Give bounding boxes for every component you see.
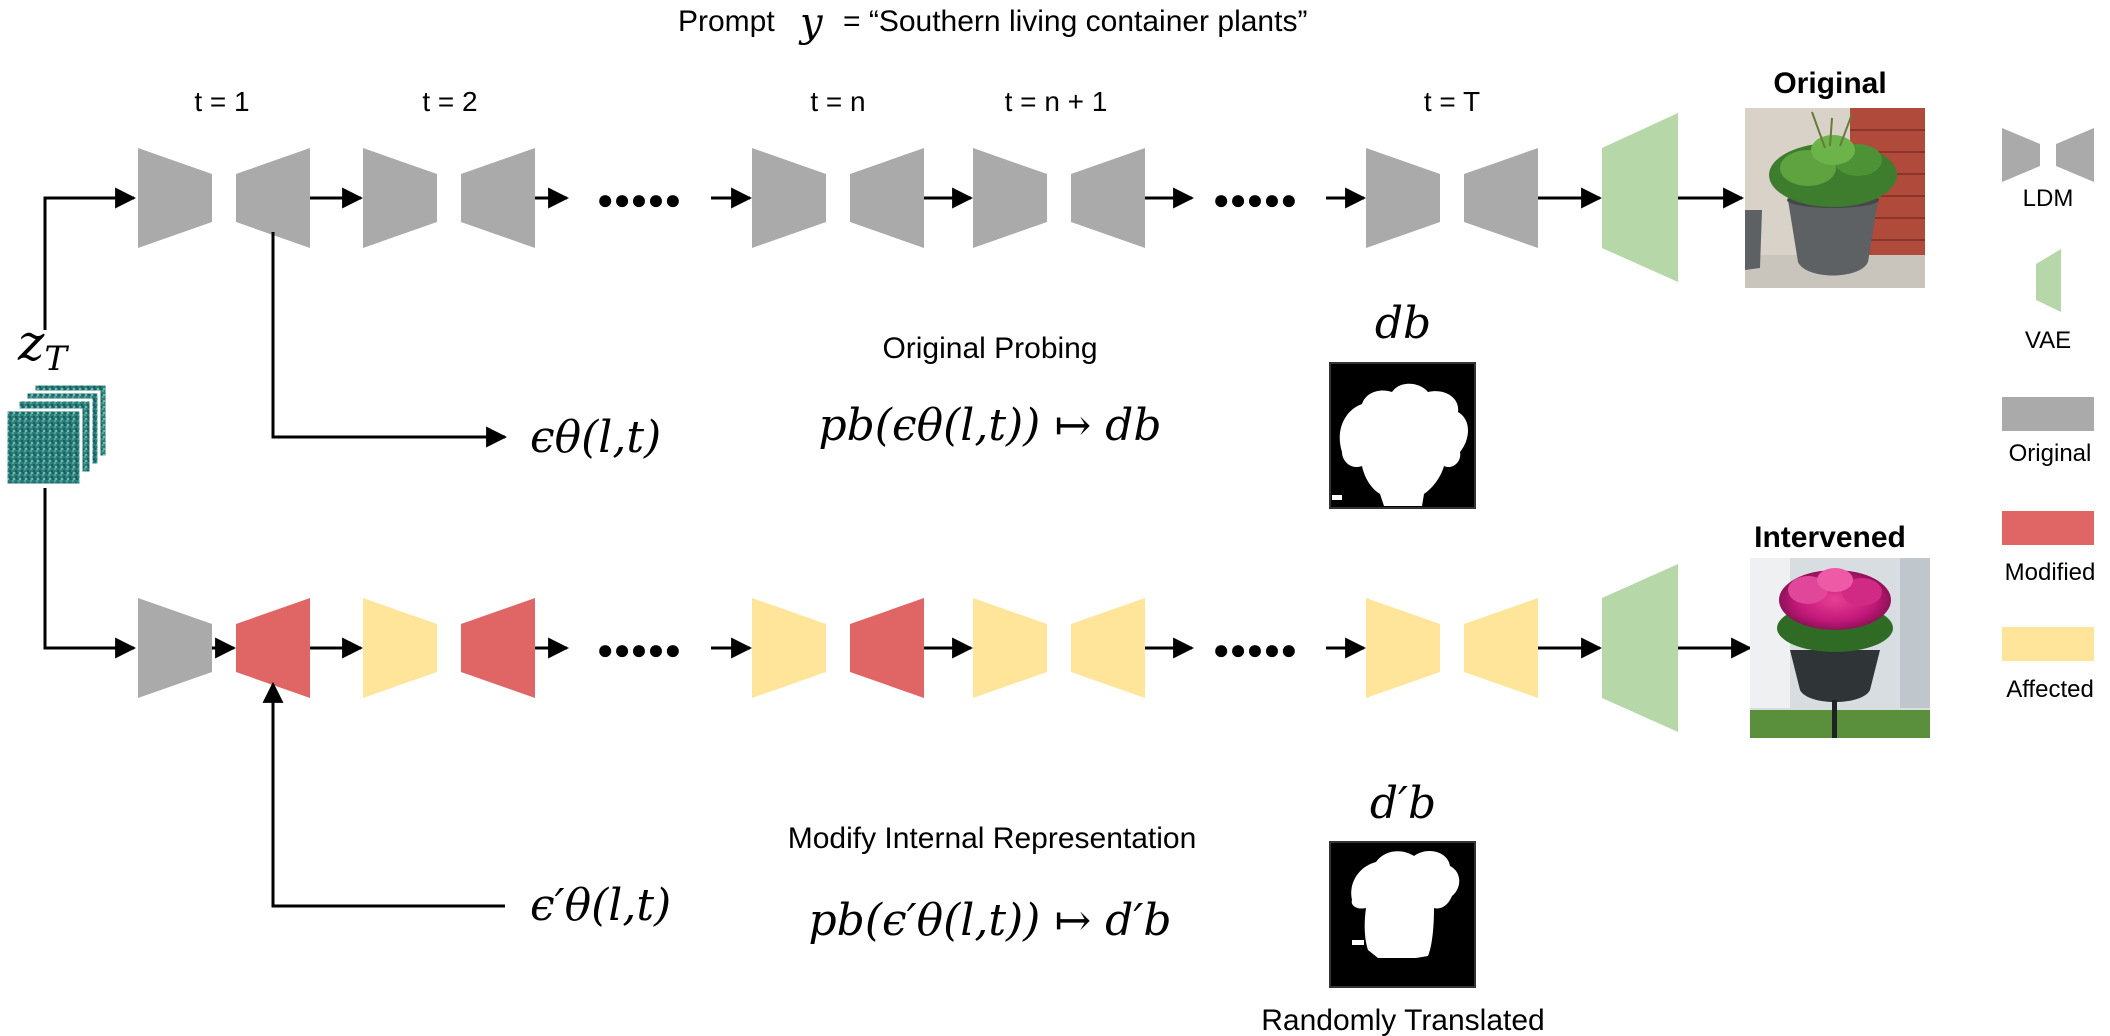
- legend-vae-icon: [2036, 249, 2061, 312]
- latent-to-top-arrow: [43, 187, 137, 330]
- timestep-label: t = 1: [194, 86, 249, 117]
- legend-affected-swatch: [2002, 627, 2094, 661]
- latent-noise-stack: [4, 382, 109, 487]
- latent-to-bottom-arrow: [43, 488, 137, 659]
- legend: LDM VAE Original Modified Affected: [2002, 128, 2095, 703]
- legend-affected-label: Affected: [2006, 676, 2094, 703]
- legend-original-swatch: [2002, 397, 2094, 431]
- original-output-image: [1745, 108, 1925, 288]
- legend-ldm-icon: [2056, 128, 2094, 182]
- legend-vae-label: VAE: [2025, 327, 2071, 354]
- latent-label: zT: [17, 314, 69, 379]
- legend-ldm-label: LDM: [2023, 185, 2074, 212]
- epsilon-modified: ϵ′θ(l,t): [530, 880, 671, 931]
- affected-encoder-block: [1366, 598, 1440, 698]
- ellipsis-dots: ●●●●●: [597, 184, 682, 215]
- depth-mask-translated: [1329, 841, 1476, 988]
- legend-ldm-icon: [2002, 128, 2040, 182]
- ldm-decoder-block: [236, 148, 310, 248]
- ldm-encoder-block: [752, 148, 826, 248]
- probing-formula: pb(ϵθ(l,t)) ↦ db: [818, 400, 1161, 451]
- modified-decoder-block: [461, 598, 535, 698]
- probe-extract-arrow: [271, 232, 508, 448]
- ellipsis-dots: ●●●●●: [597, 634, 682, 665]
- legend-original-label: Original: [2009, 440, 2092, 467]
- legend-modified-label: Modified: [2005, 559, 2096, 586]
- affected-decoder-block: [1464, 598, 1538, 698]
- ellipsis-dots: ●●●●●: [1213, 184, 1298, 215]
- translation-note: Randomly Translated: [1261, 1004, 1544, 1036]
- timestep-label: t = T: [1424, 86, 1480, 117]
- affected-encoder-block: [752, 598, 826, 698]
- legend-modified-swatch: [2002, 511, 2094, 545]
- bottom-pipeline: ●●●●● ●●●●●: [138, 564, 1753, 732]
- depth-label-modified: d′b: [1370, 778, 1436, 829]
- timestep-label: t = n: [810, 86, 865, 117]
- ldm-decoder-block: [1464, 148, 1538, 248]
- ldm-decoder-block: [1071, 148, 1145, 248]
- modified-decoder-block: [236, 598, 310, 698]
- depth-label-original: db: [1375, 298, 1431, 349]
- original-image-label: Original: [1773, 67, 1886, 100]
- title-prefix: Prompt: [678, 5, 775, 38]
- ldm-decoder-block: [461, 148, 535, 248]
- ldm-encoder-block: [973, 148, 1047, 248]
- vae-decoder-block: [1602, 113, 1678, 282]
- ellipsis-dots: ●●●●●: [1213, 634, 1298, 665]
- vae-decoder-block: [1602, 564, 1678, 732]
- timestep-label: t = n + 1: [1005, 86, 1108, 117]
- intervention-inject-arrow: [262, 681, 505, 908]
- title-variable: y: [798, 0, 824, 46]
- ldm-encoder-block: [1366, 148, 1440, 248]
- affected-encoder-block: [973, 598, 1047, 698]
- intervention-caption: Modify Internal Representation: [788, 822, 1197, 855]
- depth-mask-original: [1329, 362, 1476, 509]
- intervened-output-image: [1750, 558, 1930, 738]
- epsilon-activation: ϵθ(l,t): [530, 412, 661, 463]
- title-prompt: = “Southern living container plants”: [843, 5, 1307, 38]
- intervened-image-label: Intervened: [1754, 521, 1906, 554]
- ldm-encoder-block: [138, 598, 212, 698]
- intervention-formula: pb(ϵ′θ(l,t)) ↦ d′b: [808, 895, 1171, 946]
- ldm-encoder-block: [138, 148, 212, 248]
- affected-decoder-block: [1071, 598, 1145, 698]
- timestep-label: t = 2: [422, 86, 477, 117]
- probing-caption: Original Probing: [882, 332, 1097, 365]
- ldm-decoder-block: [850, 148, 924, 248]
- affected-encoder-block: [363, 598, 437, 698]
- top-pipeline: ●●●●● ●●●●●: [138, 113, 1745, 282]
- ldm-encoder-block: [363, 148, 437, 248]
- modified-decoder-block: [850, 598, 924, 698]
